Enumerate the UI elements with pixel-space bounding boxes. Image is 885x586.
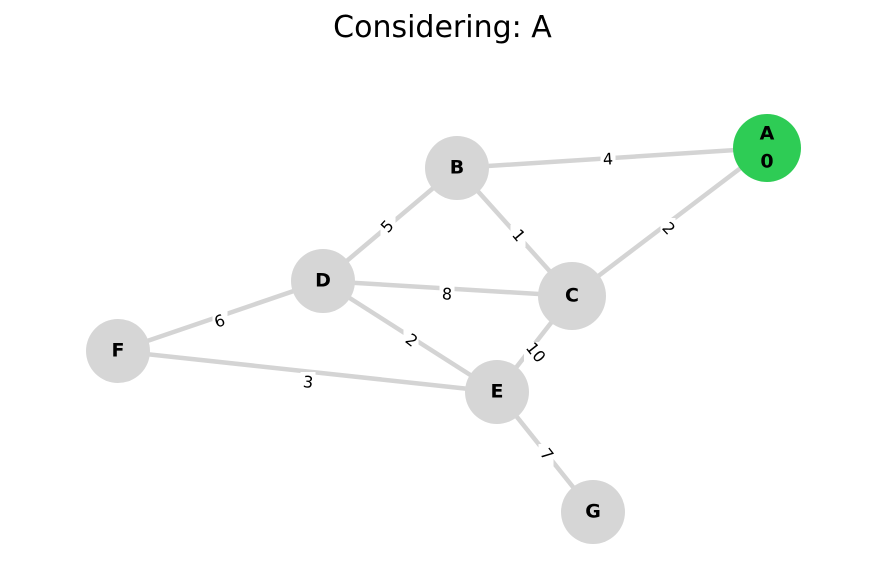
node-circle-c[interactable]: [538, 262, 606, 330]
edge-label-backdrop: [300, 372, 316, 394]
edge-weight-label: 4: [602, 149, 613, 169]
graph-node-a[interactable]: A0: [733, 114, 801, 182]
graph-node-d[interactable]: D: [291, 249, 355, 313]
edge-label-backdrop: [660, 218, 676, 240]
node-label-f: F: [112, 340, 125, 362]
edge-label-backdrop: [439, 284, 455, 306]
node-label-b: B: [450, 157, 464, 179]
edge-label-backdrop: [380, 216, 396, 238]
graph-node-b[interactable]: B: [425, 136, 489, 200]
node-label-d: D: [315, 270, 331, 292]
graph-node-c[interactable]: C: [538, 262, 606, 330]
edge-label-backdrop: [600, 149, 616, 171]
node-label-e: E: [491, 381, 504, 403]
node-label-c: C: [565, 285, 579, 307]
graph-edge: [117, 348, 498, 395]
node-circle-a[interactable]: [733, 114, 801, 182]
node-circle-f[interactable]: [86, 319, 150, 383]
node-circle-d[interactable]: [291, 249, 355, 313]
edge-label-backdrop: [403, 330, 419, 352]
node-label-g: G: [585, 501, 601, 523]
node-circle-e[interactable]: [465, 360, 529, 424]
edge-label-backdrop: [524, 342, 546, 364]
node-label-a: A: [760, 123, 775, 145]
edge-label-backdrop: [510, 225, 526, 247]
node-circle-b[interactable]: [425, 136, 489, 200]
graph-node-f[interactable]: F: [86, 319, 150, 383]
node-distance-a: 0: [760, 151, 773, 173]
node-circle-g[interactable]: [561, 480, 625, 544]
graph-node-e[interactable]: E: [465, 360, 529, 424]
graph-node-g[interactable]: G: [561, 480, 625, 544]
page-title: Considering: A: [333, 10, 552, 45]
edge-label-backdrop: [212, 311, 228, 333]
edge-weight-label: 8: [441, 284, 452, 304]
edge-weight-label: 3: [302, 372, 314, 392]
edge-label-backdrop: [538, 444, 554, 466]
